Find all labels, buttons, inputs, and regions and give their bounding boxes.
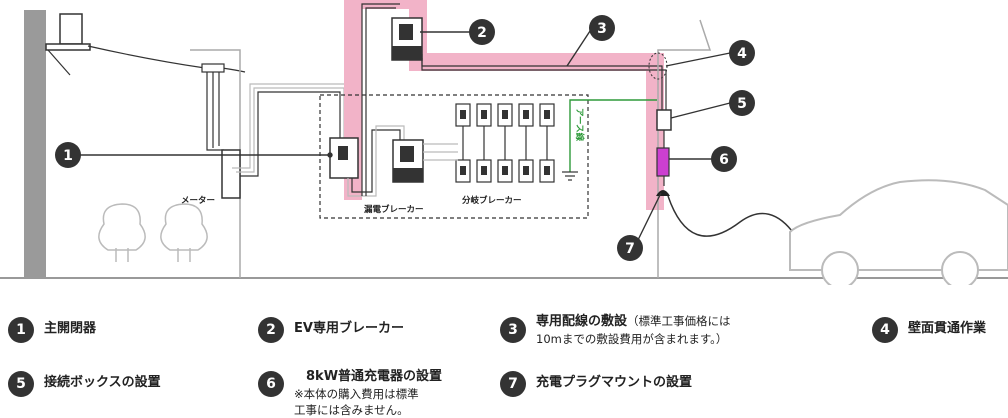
distribution-board-area	[319, 94, 589, 219]
callout-badges: 1 2 3 4 5 6 7	[55, 15, 755, 261]
branch-breaker-label: 分岐ブレーカー	[462, 195, 522, 206]
charge-cable	[667, 195, 796, 237]
callout-2: 2	[469, 19, 495, 45]
legend-item-3: 3 専用配線の敷設（標準工事価格には 10mまでの敷設費用が含まれます。）	[500, 307, 731, 347]
callout-4: 4	[729, 40, 755, 66]
svg-text:2: 2	[477, 25, 487, 41]
service-insulator	[201, 63, 225, 73]
legend-title: 主開閉器	[44, 321, 97, 336]
legend-title: 壁面貫通作業	[908, 321, 987, 336]
callout-3: 3	[589, 15, 615, 41]
legend-item-2: 2 EV専用ブレーカー	[258, 315, 404, 343]
leakage-breaker-label: 漏電ブレーカー	[364, 204, 424, 215]
legend-note-2: ※本体の購入費用は標準	[294, 387, 419, 401]
legend-item-4: 4 壁面貫通作業	[872, 315, 986, 343]
svg-text:6: 6	[719, 152, 729, 168]
legend-item-7: 7 充電プラグマウントの設置	[500, 369, 692, 397]
legend: 1 主開閉器 2 EV専用ブレーカー 3 専用配線の敷設（標準工事価格には 10…	[0, 285, 1008, 418]
legend-badge: 4	[872, 317, 898, 343]
earth-wire	[569, 99, 657, 172]
tree-icon	[98, 203, 208, 262]
earth-wire-label: アース線	[574, 108, 585, 142]
legend-title: 充電プラグマウントの設置	[536, 375, 693, 390]
legend-note: （標準工事価格には	[627, 314, 731, 328]
ev-charger	[656, 147, 670, 177]
svg-text:1: 1	[63, 148, 73, 164]
legend-item-6: 6 8kW普通充電器の設置 ※本体の購入費用は標準 工事には含みません。	[258, 363, 442, 418]
junction-box	[656, 109, 672, 131]
svg-text:3: 3	[597, 21, 607, 37]
branch-breakers	[455, 103, 555, 183]
legend-badge: 7	[500, 371, 526, 397]
callout-7: 7	[617, 235, 643, 261]
legend-title: 専用配線の敷設	[536, 314, 628, 329]
pole-transformer	[59, 13, 83, 45]
legend-badge: 3	[500, 317, 526, 343]
meter-label: メーター	[181, 195, 215, 206]
electric-car	[789, 179, 1008, 271]
svg-text:5: 5	[737, 96, 747, 112]
legend-badge: 2	[258, 317, 284, 343]
legend-badge: 1	[8, 317, 34, 343]
legend-item-1: 1 主開閉器	[8, 315, 96, 343]
callout-lines	[80, 27, 731, 241]
svg-text:7: 7	[625, 241, 635, 257]
svg-text:4: 4	[737, 46, 747, 62]
legend-badge: 6	[258, 371, 284, 397]
legend-title: 接続ボックスの設置	[44, 375, 161, 390]
callout-5: 5	[729, 90, 755, 116]
callout-1: 1	[55, 142, 81, 168]
callout-6: 6	[711, 146, 737, 172]
utility-pole	[24, 10, 46, 278]
meter	[221, 149, 241, 199]
wiring-diagram: メーター 漏電ブレーカー 分岐ブレーカー アース線 1 2 3 4 5 6 7	[0, 0, 1008, 285]
legend-item-5: 5 接続ボックスの設置	[8, 369, 161, 397]
legend-badge: 5	[8, 371, 34, 397]
legend-title: 8kW普通充電器の設置	[306, 369, 443, 384]
legend-note-2: 10mまでの敷設費用が含まれます。）	[536, 332, 728, 346]
legend-note-3: 工事には含みません。	[294, 403, 409, 417]
legend-title: EV専用ブレーカー	[294, 321, 404, 336]
